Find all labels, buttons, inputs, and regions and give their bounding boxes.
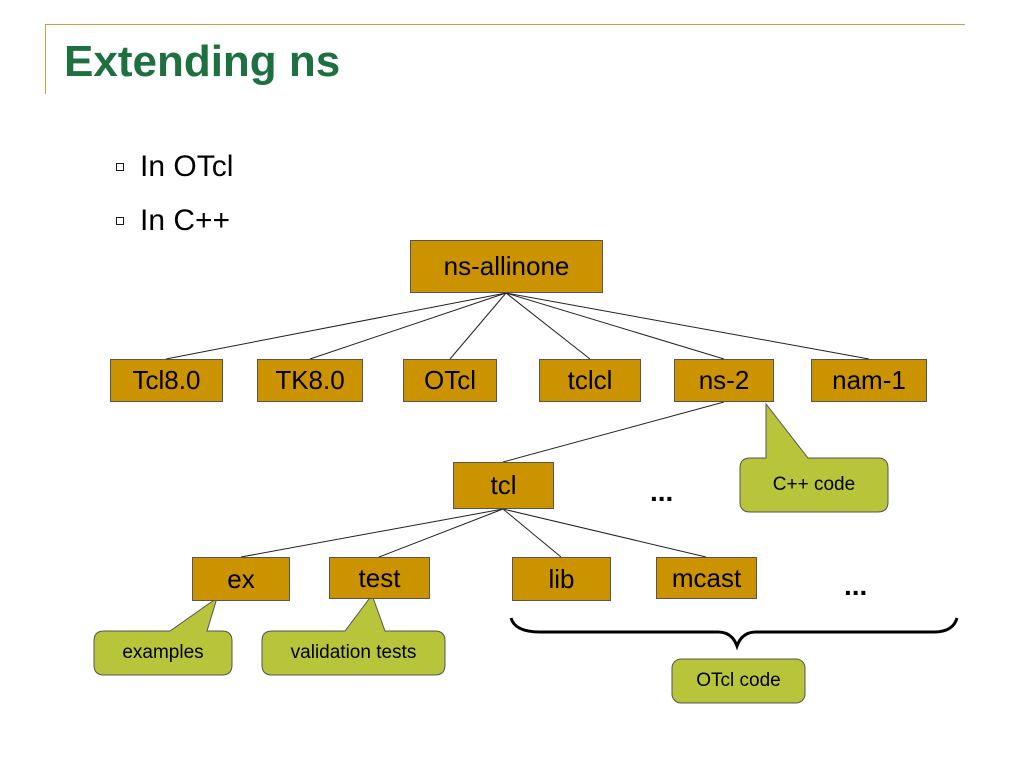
node-ns-2: ns-2: [674, 359, 774, 402]
callout-examples: examples: [122, 642, 204, 663]
slide-title: Extending ns: [64, 37, 341, 86]
edge-tcl-lib: [502, 508, 562, 558]
edge-ns2-tcl: [502, 401, 725, 463]
node-tk80: TK8.0: [257, 359, 363, 402]
node-test: test: [329, 557, 430, 599]
node-otcl: OTcl: [403, 359, 497, 402]
callout-cpp-code: C++ code: [772, 474, 856, 495]
callout-examples-shape: [93, 596, 233, 676]
edge-tcl-ex: [240, 508, 504, 558]
callout-cpp-code-shape: [739, 402, 889, 513]
square-bullet-icon: [116, 217, 124, 225]
edge-root-otcl: [449, 292, 507, 360]
bullet-text: In C++: [140, 204, 231, 237]
node-lib: lib: [512, 557, 611, 601]
edge-tcl-mcast: [502, 508, 707, 558]
callout-otcl-code-shape: [671, 658, 806, 704]
level3-ellipsis: ...: [844, 570, 868, 601]
bullet-list: In OTcl In C++: [116, 140, 233, 248]
level2-ellipsis: ...: [650, 476, 674, 507]
edge-root-ns2: [505, 292, 725, 360]
callout-validation-tests: validation tests: [290, 642, 417, 663]
title-accent-left-line: [45, 24, 46, 94]
edge-tcl-test: [378, 508, 504, 558]
node-nam-1: nam-1: [811, 359, 927, 402]
edge-root-tcl80: [165, 292, 507, 360]
node-tcl80: Tcl8.0: [110, 359, 223, 402]
bullet-text: In OTcl: [140, 150, 234, 183]
callout-validation-tests-shape: [261, 593, 446, 676]
node-mcast: mcast: [656, 557, 757, 599]
node-ex: ex: [192, 557, 290, 601]
edge-root-tclcl: [505, 292, 591, 360]
title-accent-top-line: [45, 24, 965, 25]
square-bullet-icon: [116, 163, 124, 171]
otcl-brace: [509, 617, 959, 651]
edge-root-nam1: [505, 292, 870, 360]
node-tclcl: tclcl: [539, 359, 641, 402]
node-tcl: tcl: [453, 462, 554, 509]
node-ns-allinone: ns-allinone: [410, 240, 603, 293]
bullet-item: In OTcl: [116, 140, 233, 194]
edge-root-tk80: [309, 292, 507, 360]
bullet-item: In C++: [116, 194, 233, 248]
callout-otcl-code: OTcl code: [696, 670, 781, 691]
